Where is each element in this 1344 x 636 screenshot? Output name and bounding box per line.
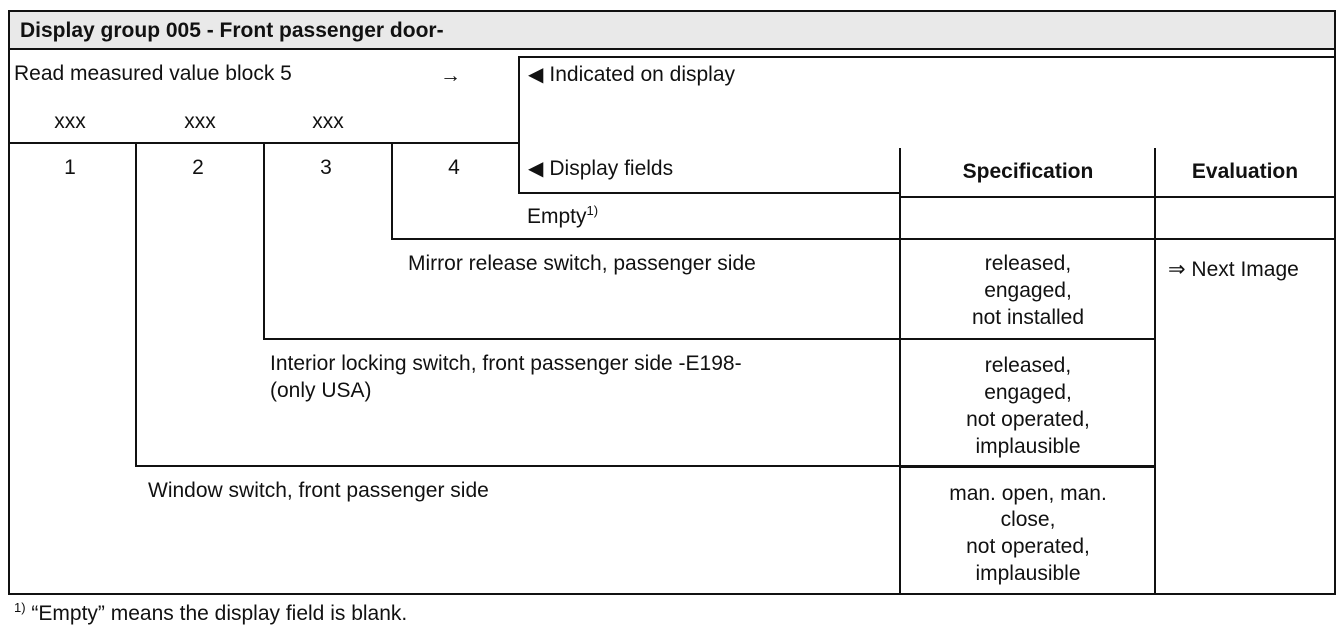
- next-image-link[interactable]: ⇒ Next Image: [1168, 258, 1299, 281]
- header-row-bottom-line: [900, 196, 1335, 198]
- eval-column-left: [1154, 148, 1156, 594]
- field-number-3: 3: [320, 156, 332, 179]
- row-locking-text-2: (only USA): [270, 379, 372, 402]
- row-window-spec-4: implausible: [975, 562, 1081, 585]
- row-window-spec-3: not operated,: [966, 535, 1090, 558]
- row-locking-spec-2: engaged,: [984, 381, 1072, 404]
- row-locking-spec-1: released,: [984, 354, 1072, 377]
- display-group-title: Display group 005 - Front passenger door…: [20, 19, 444, 42]
- indicated-on-display: ◀Indicated on display: [528, 61, 735, 89]
- row-locking-text-1: Interior locking switch, front passenger…: [270, 352, 742, 375]
- row-window-spec-2: close,: [1000, 508, 1056, 531]
- field-number-4: 4: [448, 156, 460, 179]
- placeholder-3: xxx: [312, 110, 344, 133]
- field-3-bracket-horizontal: [391, 238, 1335, 240]
- field-number-1: 1: [64, 156, 76, 179]
- placeholder-2: xxx: [184, 110, 216, 133]
- row-mirror-spec-3: not installed: [971, 306, 1085, 329]
- field-3-bracket-vertical: [391, 143, 393, 240]
- row-window-spec-top: [900, 466, 1155, 468]
- indicated-box-top: [518, 56, 1336, 58]
- display-fields-bottom-line: [518, 192, 900, 194]
- field-2-bracket-vertical: [263, 143, 265, 340]
- empty-label: Empty: [527, 205, 587, 228]
- footnote-mark: 1): [14, 600, 26, 615]
- outer-bottom-border: [8, 593, 1336, 595]
- row-locking-spec-4: implausible: [975, 435, 1081, 458]
- placeholder-1: xxx: [54, 110, 86, 133]
- footnote: 1) “Empty” means the display field is bl…: [14, 600, 407, 627]
- row-window-spec-1: man. open, man.: [949, 482, 1107, 505]
- specification-header: Specification: [962, 160, 1094, 183]
- field-2-bracket-horizontal: [263, 338, 1155, 340]
- right-arrow-icon: →: [440, 64, 461, 87]
- display-fields: ◀Display fields: [528, 155, 673, 183]
- evaluation-header: Evaluation: [1191, 160, 1299, 183]
- spec-column-left: [899, 148, 901, 594]
- indicated-box-left: [518, 56, 520, 193]
- read-block-label: Read measured value block 5: [14, 62, 292, 85]
- row-mirror-text: Mirror release switch, passenger side: [408, 252, 756, 275]
- row-mirror-spec-2: engaged,: [984, 279, 1072, 302]
- left-triangle-icon: ◀: [528, 158, 544, 180]
- left-triangle-icon: ◀: [528, 64, 544, 86]
- field-number-2: 2: [192, 156, 204, 179]
- row-window-text: Window switch, front passenger side: [148, 479, 489, 502]
- outer-left-border: [8, 50, 10, 595]
- footnote-mark: 1): [586, 203, 599, 218]
- row-mirror-spec-1: released,: [984, 252, 1072, 275]
- display-group-header: Display group 005 - Front passenger door…: [8, 10, 1336, 50]
- row-empty-text: Empty1): [527, 203, 598, 230]
- footnote-text: “Empty” means the display field is blank…: [31, 602, 408, 625]
- display-fields-label: Display fields: [549, 157, 674, 180]
- field-1-bracket-horizontal: [135, 465, 1155, 467]
- outer-right-border: [1334, 50, 1336, 595]
- row-locking-spec-3: not operated,: [966, 408, 1090, 431]
- indicated-label: Indicated on display: [549, 63, 736, 86]
- field-1-bracket-vertical: [135, 143, 137, 467]
